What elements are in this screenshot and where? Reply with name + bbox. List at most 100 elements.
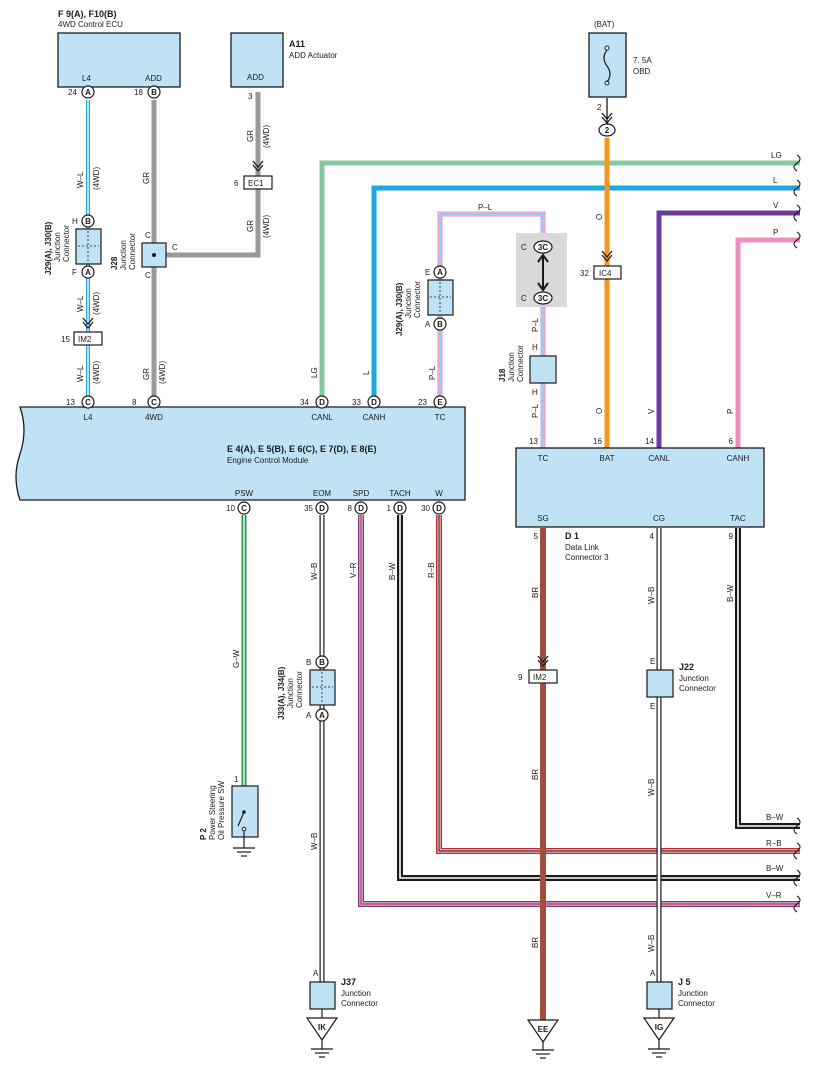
svg-text:33: 33 <box>352 398 361 407</box>
svg-text:IG: IG <box>655 1023 663 1032</box>
j5-box <box>646 981 673 1010</box>
fuse-amp: 7. 5A <box>633 56 652 65</box>
dlc-block: D 1 Data Link Connector 3 <box>515 447 765 562</box>
wire-p <box>735 237 800 448</box>
svg-text:W: W <box>435 489 443 498</box>
svg-text:W–L: W–L <box>76 171 85 188</box>
svg-text:E: E <box>650 657 655 666</box>
a11-box <box>230 32 284 88</box>
svg-text:CANH: CANH <box>727 454 750 463</box>
j18-box <box>529 355 557 384</box>
svg-text:P: P <box>773 228 778 237</box>
svg-text:Oil Pressure SW: Oil Pressure SW <box>217 780 226 840</box>
wire-lg <box>319 160 800 397</box>
svg-text:Connector: Connector <box>678 999 715 1008</box>
ecu-4wd-pin-l4: L4 <box>82 74 91 83</box>
a11-block: ADD A11 ADD Actuator 3 <box>230 32 338 101</box>
ecu-4wd-block: F 9(A), F10(B) 4WD Control ECU L4 ADD A … <box>57 9 181 99</box>
svg-text:EC1: EC1 <box>248 179 264 188</box>
svg-text:15: 15 <box>61 335 70 344</box>
svg-text:A: A <box>425 320 431 329</box>
svg-text:IC4: IC4 <box>599 269 612 278</box>
svg-text:B: B <box>85 217 91 226</box>
svg-text:J29(A), J30(B): J29(A), J30(B) <box>44 221 53 275</box>
svg-text:35: 35 <box>304 504 313 513</box>
svg-text:J37: J37 <box>341 977 356 987</box>
svg-text:(4WD): (4WD) <box>158 361 167 384</box>
j29-right-box <box>427 279 454 316</box>
svg-text:D: D <box>358 504 364 513</box>
wire-gr-a11 <box>165 92 261 258</box>
svg-text:CANH: CANH <box>363 413 386 422</box>
wire-breaks <box>793 154 801 913</box>
svg-text:J 5: J 5 <box>678 977 691 987</box>
j33-box <box>309 669 336 706</box>
wire-v-r <box>358 515 800 907</box>
svg-text:Connector: Connector <box>128 233 137 270</box>
ground-triangle-icon <box>642 1017 676 1042</box>
svg-text:D: D <box>319 504 325 513</box>
j37: A J37 Junction Connector IK <box>305 969 378 1058</box>
svg-text:6: 6 <box>729 437 734 446</box>
svg-text:(4WD): (4WD) <box>92 167 101 190</box>
svg-text:B–W: B–W <box>388 562 397 580</box>
svg-text:J28: J28 <box>110 256 119 270</box>
svg-text:P 2: P 2 <box>199 828 208 840</box>
j28: C C C J28 Junction Connector <box>110 231 178 280</box>
wire-l <box>371 185 800 397</box>
svg-text:SPD: SPD <box>353 489 370 498</box>
svg-text:18: 18 <box>134 88 143 97</box>
double-arrow-icon <box>537 253 549 292</box>
svg-text:16: 16 <box>593 437 602 446</box>
dlc-bottom-pin-cg: CG4 <box>650 514 665 541</box>
svg-text:P–L: P–L <box>531 403 540 418</box>
dlc-bottom-pin-sg: SG5 <box>534 514 549 541</box>
svg-text:3C: 3C <box>538 294 548 303</box>
svg-text:13: 13 <box>66 398 75 407</box>
svg-text:CG: CG <box>653 514 665 523</box>
svg-text:B–W: B–W <box>726 584 735 602</box>
j37-box <box>309 981 336 1010</box>
svg-text:CANL: CANL <box>648 454 670 463</box>
svg-text:Junction: Junction <box>404 288 413 318</box>
shield-3c: 3C C 3C C <box>516 233 567 307</box>
wire-v <box>656 210 800 448</box>
svg-text:G–W: G–W <box>232 649 241 668</box>
wire-r-b <box>436 515 800 854</box>
svg-text:W–B: W–B <box>647 587 656 604</box>
svg-text:1: 1 <box>234 775 239 784</box>
svg-text:GR: GR <box>142 368 151 380</box>
j29-left: B H A F J29(A), J30(B) Junction Connecto… <box>44 214 102 279</box>
svg-text:IM2: IM2 <box>533 673 547 682</box>
svg-text:Connector: Connector <box>341 999 378 1008</box>
wire-b-w-tac <box>735 528 800 829</box>
svg-text:O: O <box>595 214 604 220</box>
svg-text:Power Steering: Power Steering <box>208 785 217 840</box>
connector-arrow-icon <box>601 250 613 263</box>
svg-text:9: 9 <box>518 673 523 682</box>
ee-ground: EE <box>526 1019 560 1059</box>
svg-text:A: A <box>85 88 91 97</box>
svg-text:24: 24 <box>68 88 77 97</box>
svg-text:IK: IK <box>318 1023 326 1032</box>
svg-text:BR: BR <box>531 769 540 780</box>
svg-text:B: B <box>151 88 157 97</box>
svg-text:C: C <box>521 243 527 252</box>
svg-text:L: L <box>773 176 778 185</box>
svg-text:EOM: EOM <box>313 489 332 498</box>
svg-text:V: V <box>647 408 656 414</box>
svg-text:23: 23 <box>418 398 427 407</box>
svg-text:J29(A), J30(B): J29(A), J30(B) <box>395 282 404 336</box>
svg-text:C: C <box>241 504 247 513</box>
j5: A J 5 Junction Connector IG <box>642 969 715 1058</box>
fuse-icon <box>603 49 611 83</box>
svg-text:P–L: P–L <box>428 365 437 380</box>
ecu-4wd-pin-add: ADD <box>145 74 162 83</box>
